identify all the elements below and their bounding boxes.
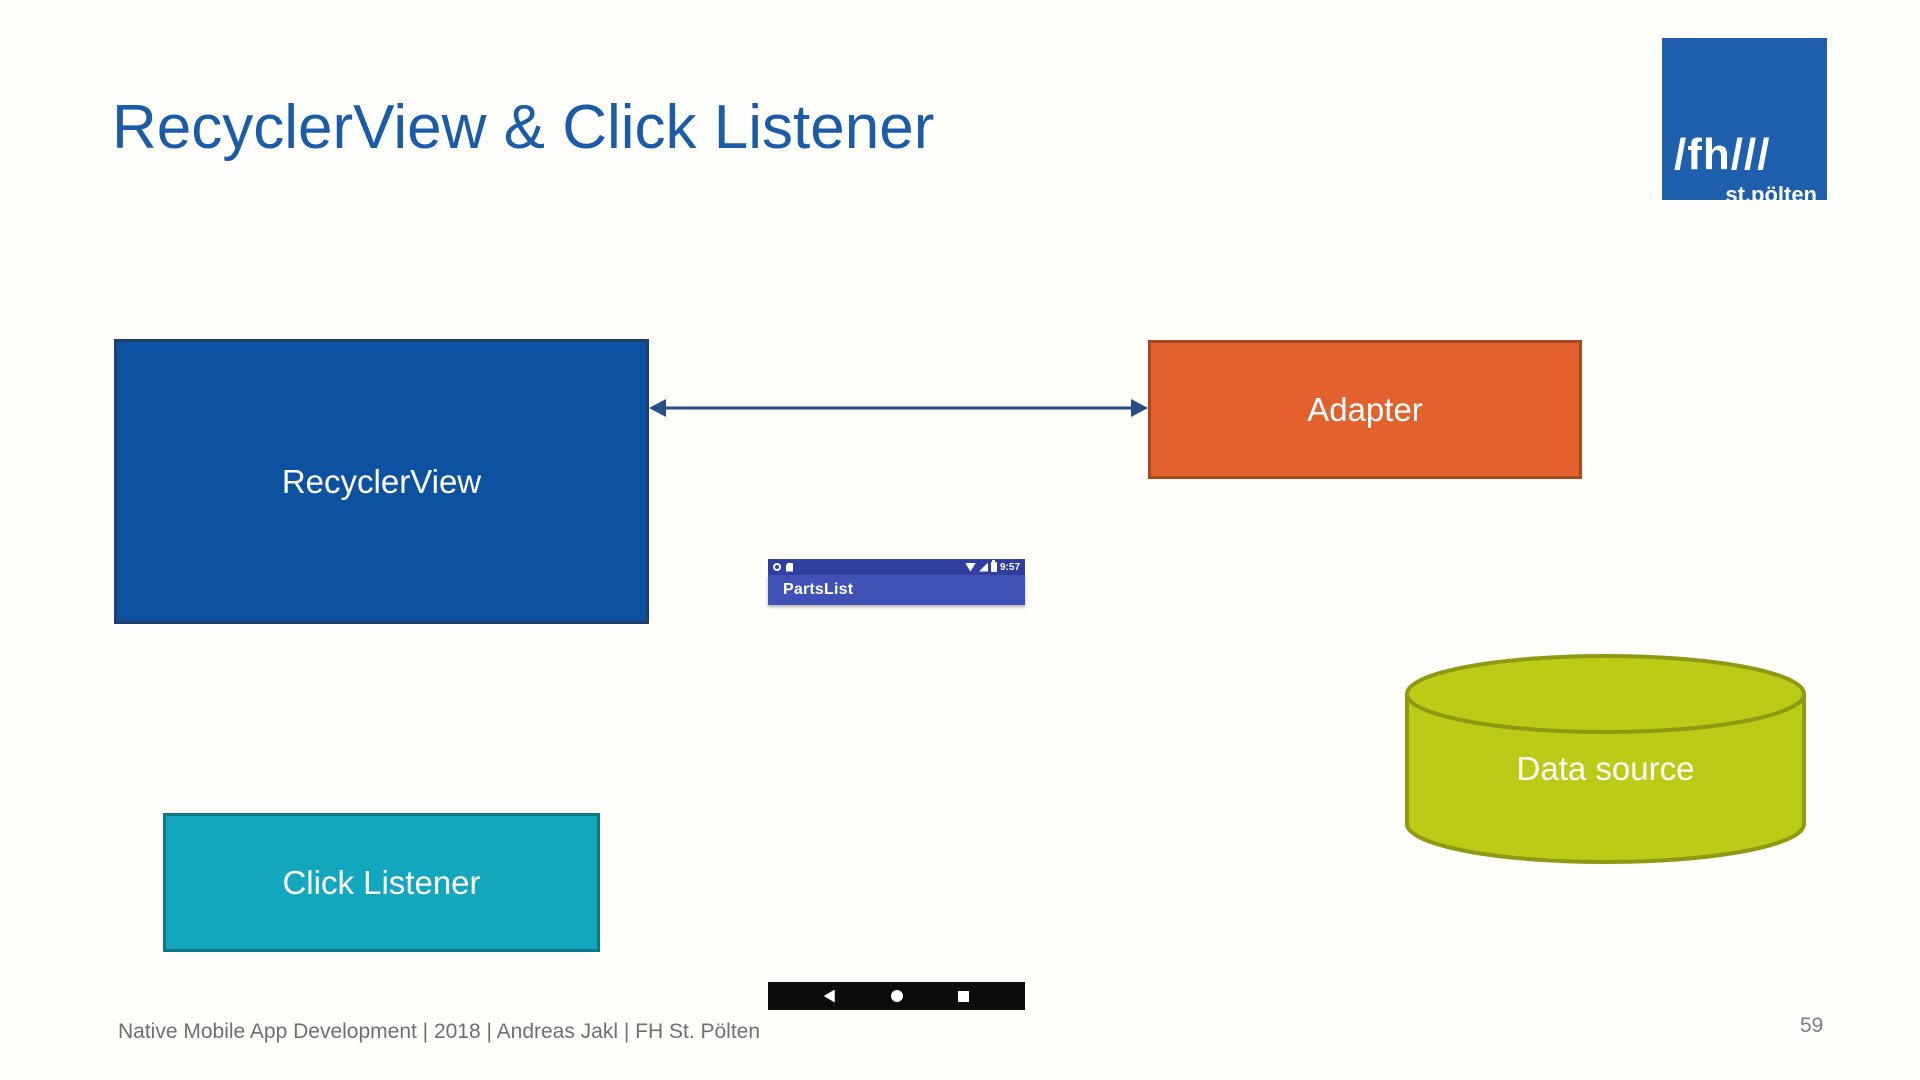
fh-stpoelten-logo: /fh/// st.pölten — [1662, 38, 1827, 200]
bidirectional-arrow-graphic — [649, 399, 1148, 417]
android-screenshot: 9:57 PartsList — [768, 559, 1025, 605]
android-nav-bar — [768, 982, 1025, 1010]
adapter-box: Adapter — [1148, 340, 1582, 479]
slide-title: RecyclerView & Click Listener — [112, 93, 935, 162]
wifi-icon — [964, 562, 976, 572]
recents-icon — [958, 990, 970, 1002]
data-source-label: Data source — [1516, 750, 1695, 787]
app-bar-title: PartsList — [783, 581, 854, 598]
signal-icon — [978, 562, 988, 572]
home-icon — [890, 990, 903, 1002]
page-number: 59 — [1800, 1014, 1824, 1037]
data-source-cylinder: Data source — [1403, 652, 1808, 866]
status-right-icons: 9:57 — [964, 560, 1020, 573]
recyclerview-box: RecyclerView — [114, 339, 649, 624]
slide-footer: Native Mobile App Development | 2018 | A… — [118, 1020, 761, 1043]
logo-fh-text: /fh/// — [1674, 130, 1771, 179]
status-time: 9:57 — [999, 561, 1020, 573]
logo-stpoelten-text: st.pölten — [1725, 182, 1817, 200]
android-status-bar: 9:57 — [768, 559, 1025, 575]
android-app-bar: PartsList — [768, 575, 1025, 605]
click-listener-box: Click Listener — [163, 813, 600, 952]
click-listener-label: Click Listener — [282, 863, 481, 901]
sd-card-icon — [786, 562, 793, 572]
back-icon — [823, 989, 835, 1003]
cylinder-graphic — [1405, 654, 1806, 864]
adapter-label: Adapter — [1307, 390, 1423, 428]
bidirectional-arrow — [649, 394, 1148, 422]
status-left-icons — [773, 562, 793, 572]
recyclerview-label: RecyclerView — [281, 462, 482, 500]
ring-icon — [773, 563, 781, 571]
battery-icon — [990, 560, 997, 572]
